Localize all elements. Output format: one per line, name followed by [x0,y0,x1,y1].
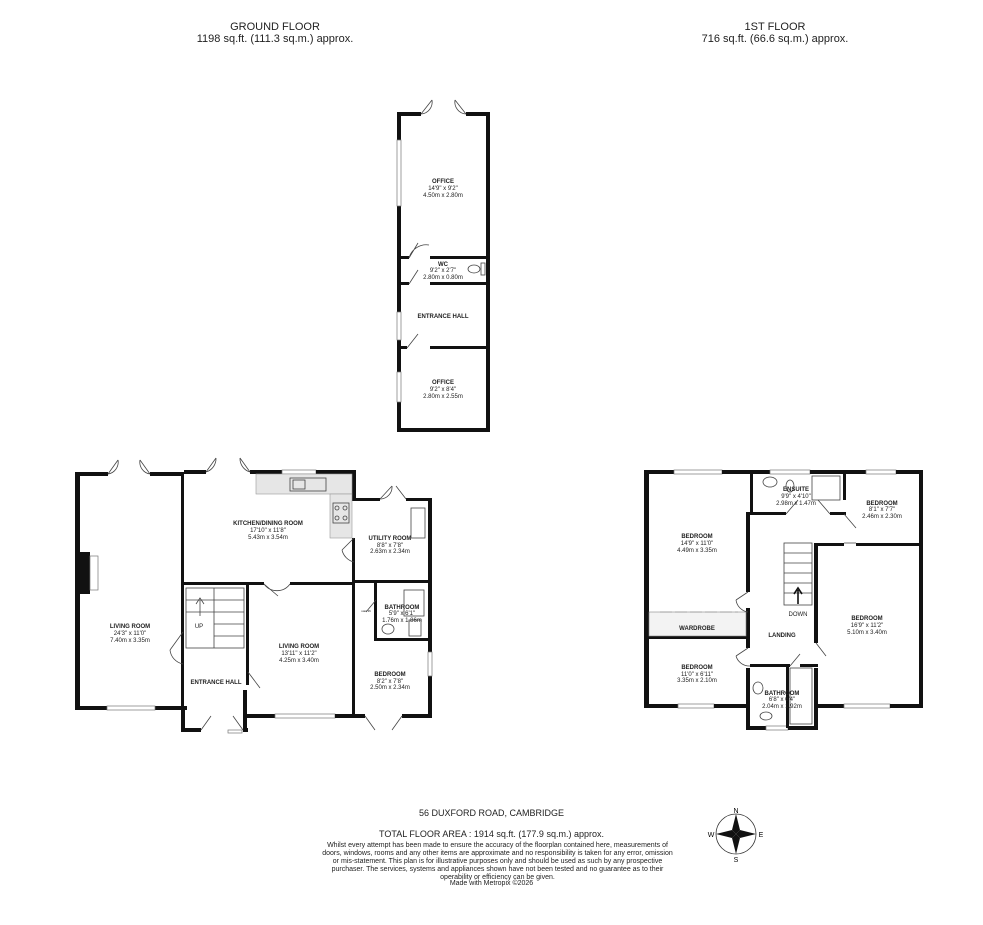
room-metric-bedroom-small: 2.46m x 2.30m [862,514,902,520]
ensuite-toilet-icon [785,479,795,493]
room-name-bedroom-g: BEDROOM [374,672,405,678]
bathroom-toilet-icon [759,711,773,721]
room-imperial-living1: 24'3" x 11'0" [114,631,146,637]
room-imperial-bathroom-f: 6'8" x 6'4" [769,697,795,703]
kitchen-sink-icon [289,477,327,492]
room-metric-bedroom-bl: 3.35m x 2.10m [677,678,717,684]
made-with-credit: Made with Metropix ©2026 [449,880,534,887]
utility-sink-icon [410,507,426,539]
ensuite-shower-icon [811,475,841,501]
first-floor-header: 1ST FLOOR 716 sq.ft. (66.6 sq.m.) approx… [675,21,875,45]
room-name-wardrobe: WARDROBE [679,626,715,632]
stair-lift-label: stair lift [361,609,371,613]
room-imperial-bedroom-g: 8'2" x 7'8" [377,679,403,685]
room-imperial-utility: 8'8" x 7'8" [377,543,403,549]
ground-stairs-icon [185,587,245,649]
hob-icon [332,502,350,524]
ground-floor-area: 1198 sq.ft. (111.3 sq.m.) approx. [196,33,354,45]
room-imperial-ensuite: 9'9" x 4'10" [781,494,811,500]
compass-s: S [734,857,739,864]
compass-rose-icon: N S E W [708,808,764,864]
ensuite-basin-icon [762,476,778,488]
room-name-bedroom-right: BEDROOM [851,616,882,622]
disclaimer-text: Whilst every attempt has been made to en… [322,842,673,881]
room-imperial-bathroom-g: 5'9" x 6'1" [389,611,415,617]
room-name-bedroom-main: BEDROOM [681,534,712,540]
room-name-wc: WC [438,262,449,268]
room-name-bedroom-small: BEDROOM [866,501,897,507]
room-imperial-bedroom-right: 16'9" x 11'2" [851,623,883,629]
wc-toilet-icon [467,264,481,274]
ground-floor-header: GROUND FLOOR 1198 sq.ft. (111.3 sq.m.) a… [175,21,375,45]
room-name-utility: UTILITY ROOM [369,536,412,542]
basin-icon [408,619,422,637]
room-name-living2: LIVING ROOM [279,644,319,650]
room-metric-bedroom-g: 2.50m x 2.34m [370,685,410,691]
compass-w: W [708,832,715,839]
ground-floor-doors [107,457,407,734]
compass-n: N [733,808,738,815]
room-name-kitchen: KITCHEN/DINING ROOM [233,521,303,527]
bathroom-basin-icon [752,681,764,695]
room-metric-office1: 4.50m x 2.80m [423,193,463,199]
room-name-annex-hall: ENTRANCE HALL [418,314,469,320]
first-floor-area: 716 sq.ft. (66.6 sq.m.) approx. [701,33,849,45]
room-metric-bathroom-f: 2.04m x 1.92m [762,704,802,710]
room-imperial-office2: 9'2" x 8'4" [430,387,456,393]
first-floor-fixtures [648,475,841,725]
room-metric-living1: 7.40m x 3.35m [110,638,150,644]
first-stairs-icon [783,542,813,606]
room-metric-ensuite: 2.98m x 1.47m [776,501,816,507]
room-metric-bedroom-right: 5.10m x 3.40m [847,630,887,636]
room-labels: OFFICE 14'9" x 9'2" 4.50m x 2.80m WC 9'2… [110,179,902,710]
room-name-bathroom-g: BATHROOM [385,605,420,611]
toilet-icon [381,623,395,635]
ground-floor-title: GROUND FLOOR [230,21,320,33]
room-metric-utility: 2.63m x 2.34m [370,549,410,555]
bath-icon [789,667,813,725]
room-imperial-office1: 14'9" x 9'2" [428,186,458,192]
room-metric-bedroom-main: 4.49m x 3.35m [677,548,717,554]
stairs-up-label: UP [195,624,203,630]
room-name-bedroom-bl: BEDROOM [681,665,712,671]
room-imperial-bedroom-bl: 11'0" x 6'11" [681,672,713,678]
annex-doors [406,99,486,349]
room-name-bathroom-f: BATHROOM [765,691,800,697]
first-floor-title: 1ST FLOOR [744,21,806,33]
first-floor-doors [735,499,857,667]
compass-e: E [759,832,764,839]
room-name-entrance-hall: ENTRANCE HALL [191,680,242,686]
property-address: 56 DUXFORD ROAD, CAMBRIDGE [418,808,565,818]
shower-icon [403,589,425,617]
ground-floor-fixtures [185,473,426,649]
room-metric-bathroom-g: 1.76m x 1.86m [382,618,422,624]
room-imperial-kitchen: 17'10" x 11'8" [250,528,286,534]
ground-floor-walls [75,469,433,732]
room-imperial-bedroom-small: 8'1" x 7'7" [869,507,895,513]
room-metric-office2: 2.80m x 2.55m [423,394,463,400]
room-imperial-wc: 9'2" x 2'7" [430,268,456,274]
room-name-landing: LANDING [768,633,796,639]
stairs-down-label: DOWN [789,612,808,618]
annex-walls [396,112,490,432]
room-name-ensuite: ENSUITE [783,487,809,493]
total-floor-area: TOTAL FLOOR AREA : 1914 sq.ft. (177.9 sq… [379,829,604,839]
room-metric-wc: 2.80m x 0.80m [423,275,463,281]
room-name-office2: OFFICE [432,380,454,386]
room-metric-living2: 4.25m x 3.40m [279,658,319,664]
first-floor-walls [644,469,923,731]
room-name-living1: LIVING ROOM [110,624,150,630]
room-imperial-bedroom-main: 14'9" x 11'0" [681,541,713,547]
room-imperial-living2: 13'11" x 11'2" [281,651,316,657]
room-name-office1: OFFICE [432,179,454,185]
room-metric-kitchen: 5.43m x 3.54m [248,535,288,541]
